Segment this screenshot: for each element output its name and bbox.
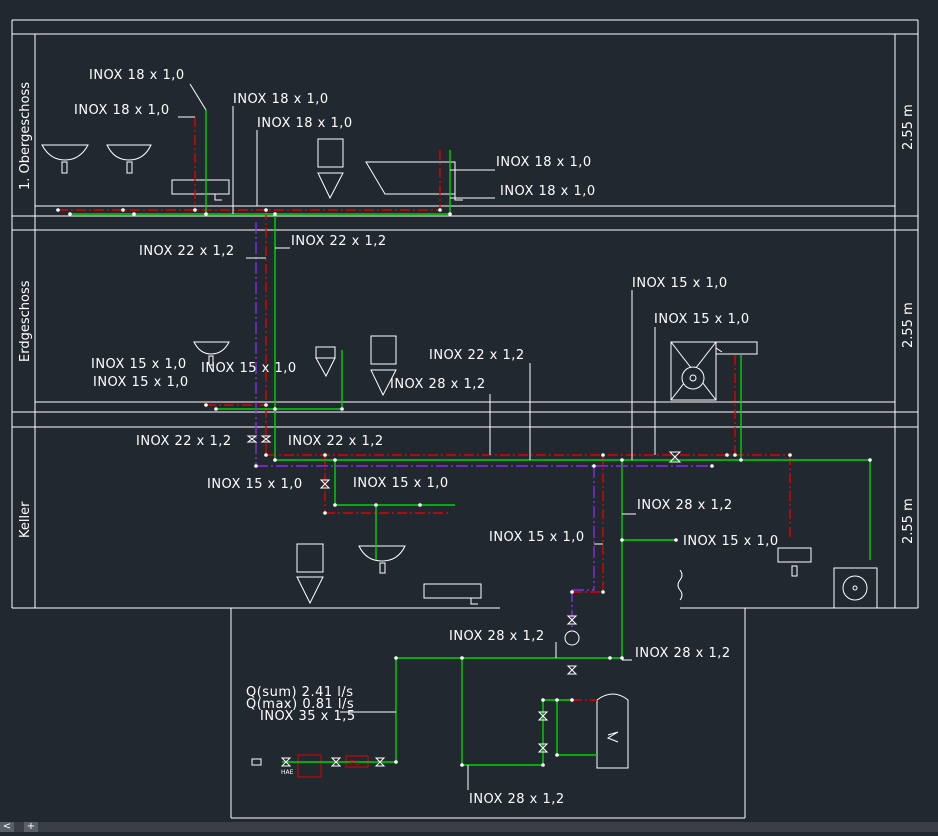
- pipe-label: INOX 22 x 1,2: [139, 244, 235, 259]
- pipe-label: INOX 22 x 1,2: [288, 434, 384, 449]
- pipe-label: INOX 15 x 1,0: [353, 476, 449, 491]
- pipe-label: INOX 22 x 1,2: [291, 234, 387, 249]
- hot-water-tank-icon: [596, 693, 629, 769]
- pipe-label: INOX 15 x 1,0: [683, 534, 779, 549]
- hae-label: HAE: [281, 769, 294, 776]
- main-pipe-label: INOX 35 x 1,5: [260, 709, 356, 724]
- washbasin-og-1-icon: [41, 144, 89, 174]
- sink-keller-icon: [777, 547, 812, 577]
- washbasin-og-2-icon: [106, 144, 152, 174]
- bidet-eg-icon: [315, 346, 336, 378]
- q-sum-label: Q(sum) 2.41 l/s: [246, 685, 354, 700]
- tab-scroll-left[interactable]: <: [0, 822, 14, 832]
- garden-tap-icon: [677, 569, 683, 601]
- washing-machine-icon: [833, 567, 878, 609]
- pipe-label: INOX 18 x 1,0: [257, 116, 353, 131]
- floor-label-eg: Erdgeschoss: [18, 280, 33, 362]
- pipe-label: INOX 22 x 1,2: [429, 348, 525, 363]
- wc-cistern-og-icon: [171, 179, 230, 201]
- wc-cistern-keller-icon: [423, 583, 482, 605]
- bathtub-og-icon: [365, 161, 463, 201]
- pipe-label: INOX 18 x 1,0: [233, 92, 329, 107]
- q-max-label: Q(max) 0.81 l/s: [246, 697, 354, 712]
- floor-height-keller: 2.55 m: [901, 498, 916, 544]
- pipe-label: INOX 15 x 1,0: [91, 357, 187, 372]
- washbasin-eg-icon: [193, 341, 230, 366]
- pipe-label: INOX 15 x 1,0: [207, 477, 303, 492]
- pipe-label: INOX 15 x 1,0: [201, 361, 297, 376]
- pipe-label: INOX 15 x 1,0: [93, 375, 189, 390]
- pipe-label: INOX 28 x 1,2: [637, 498, 733, 513]
- floor-label-og: 1. Obergeschoss: [18, 82, 33, 190]
- pipe-label: INOX 18 x 1,0: [74, 103, 170, 118]
- pipe-label: INOX 28 x 1,2: [469, 792, 565, 807]
- tab-add[interactable]: +: [24, 822, 38, 832]
- floor-height-eg: 2.55 m: [901, 302, 916, 348]
- toilet-keller-icon: [296, 543, 324, 605]
- washbasin-keller-icon: [358, 545, 406, 574]
- pipe-label: INOX 18 x 1,0: [496, 155, 592, 170]
- pipe-label: INOX 15 x 1,0: [632, 276, 728, 291]
- pipe-label: INOX 18 x 1,0: [89, 68, 185, 83]
- pipe-label: INOX 28 x 1,2: [635, 646, 731, 661]
- pipe-label: INOX 15 x 1,0: [489, 530, 585, 545]
- pipe-label: INOX 15 x 1,0: [654, 312, 750, 327]
- toilet-og-icon: [317, 138, 344, 200]
- toilet-eg-icon: [370, 335, 397, 397]
- pipe-label: INOX 28 x 1,2: [449, 629, 545, 644]
- floor-height-og: 2.55 m: [901, 104, 916, 150]
- pipe-label: INOX 22 x 1,2: [136, 434, 232, 449]
- layout-tab-bar: < +: [0, 822, 938, 832]
- floor-label-keller: Keller: [18, 501, 33, 538]
- boiler-eg-icon: [670, 341, 758, 401]
- fil-label: FIL: [350, 759, 360, 767]
- circulation-pump-icon: [564, 630, 580, 646]
- pipe-label: INOX 28 x 1,2: [390, 377, 486, 392]
- pipe-label: INOX 18 x 1,0: [500, 184, 596, 199]
